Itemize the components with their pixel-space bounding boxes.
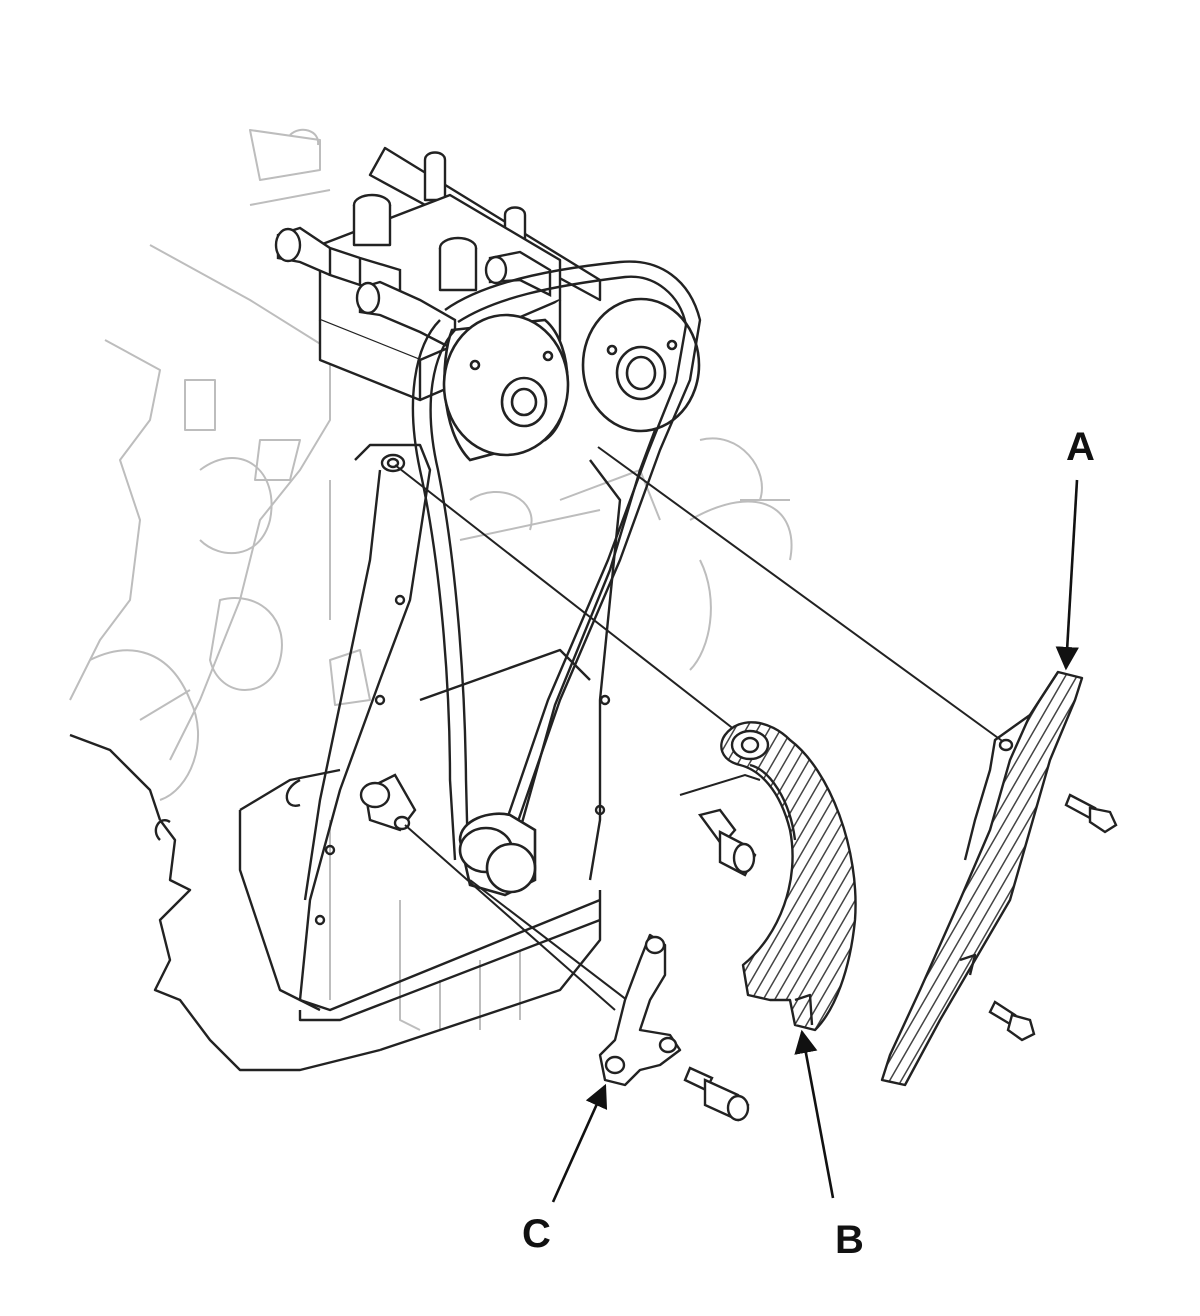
intake-cam-sprocket <box>581 297 701 433</box>
callout-label-a: A <box>1066 425 1095 469</box>
chain-guide-a <box>880 670 1084 1087</box>
oil-pump-shaft <box>359 773 417 832</box>
front-cover-flange <box>238 443 622 1012</box>
arrow-a <box>1055 479 1079 671</box>
arrow-c <box>551 1083 608 1203</box>
callout-label-b: B <box>835 1218 864 1262</box>
exhaust-cam-sprocket <box>442 313 570 462</box>
arrow-b <box>794 1029 835 1199</box>
bolt-guide-lower <box>988 1000 1036 1042</box>
timing-chain <box>411 260 702 861</box>
callout-label-c: C <box>522 1212 551 1256</box>
exhaust-camshaft <box>274 226 402 297</box>
pivot-bolt-b <box>697 808 757 877</box>
bolt-bracket-c <box>683 1066 750 1122</box>
crankshaft-sprocket <box>458 812 537 897</box>
tensioner-bracket-c <box>598 933 682 1087</box>
bolt-guide-upper <box>1064 793 1118 834</box>
tensioner-arm-b <box>720 721 857 1032</box>
alignment-lines <box>394 446 1006 1011</box>
engine-block-ghost <box>69 128 793 1031</box>
callout-arrows <box>551 479 1079 1203</box>
